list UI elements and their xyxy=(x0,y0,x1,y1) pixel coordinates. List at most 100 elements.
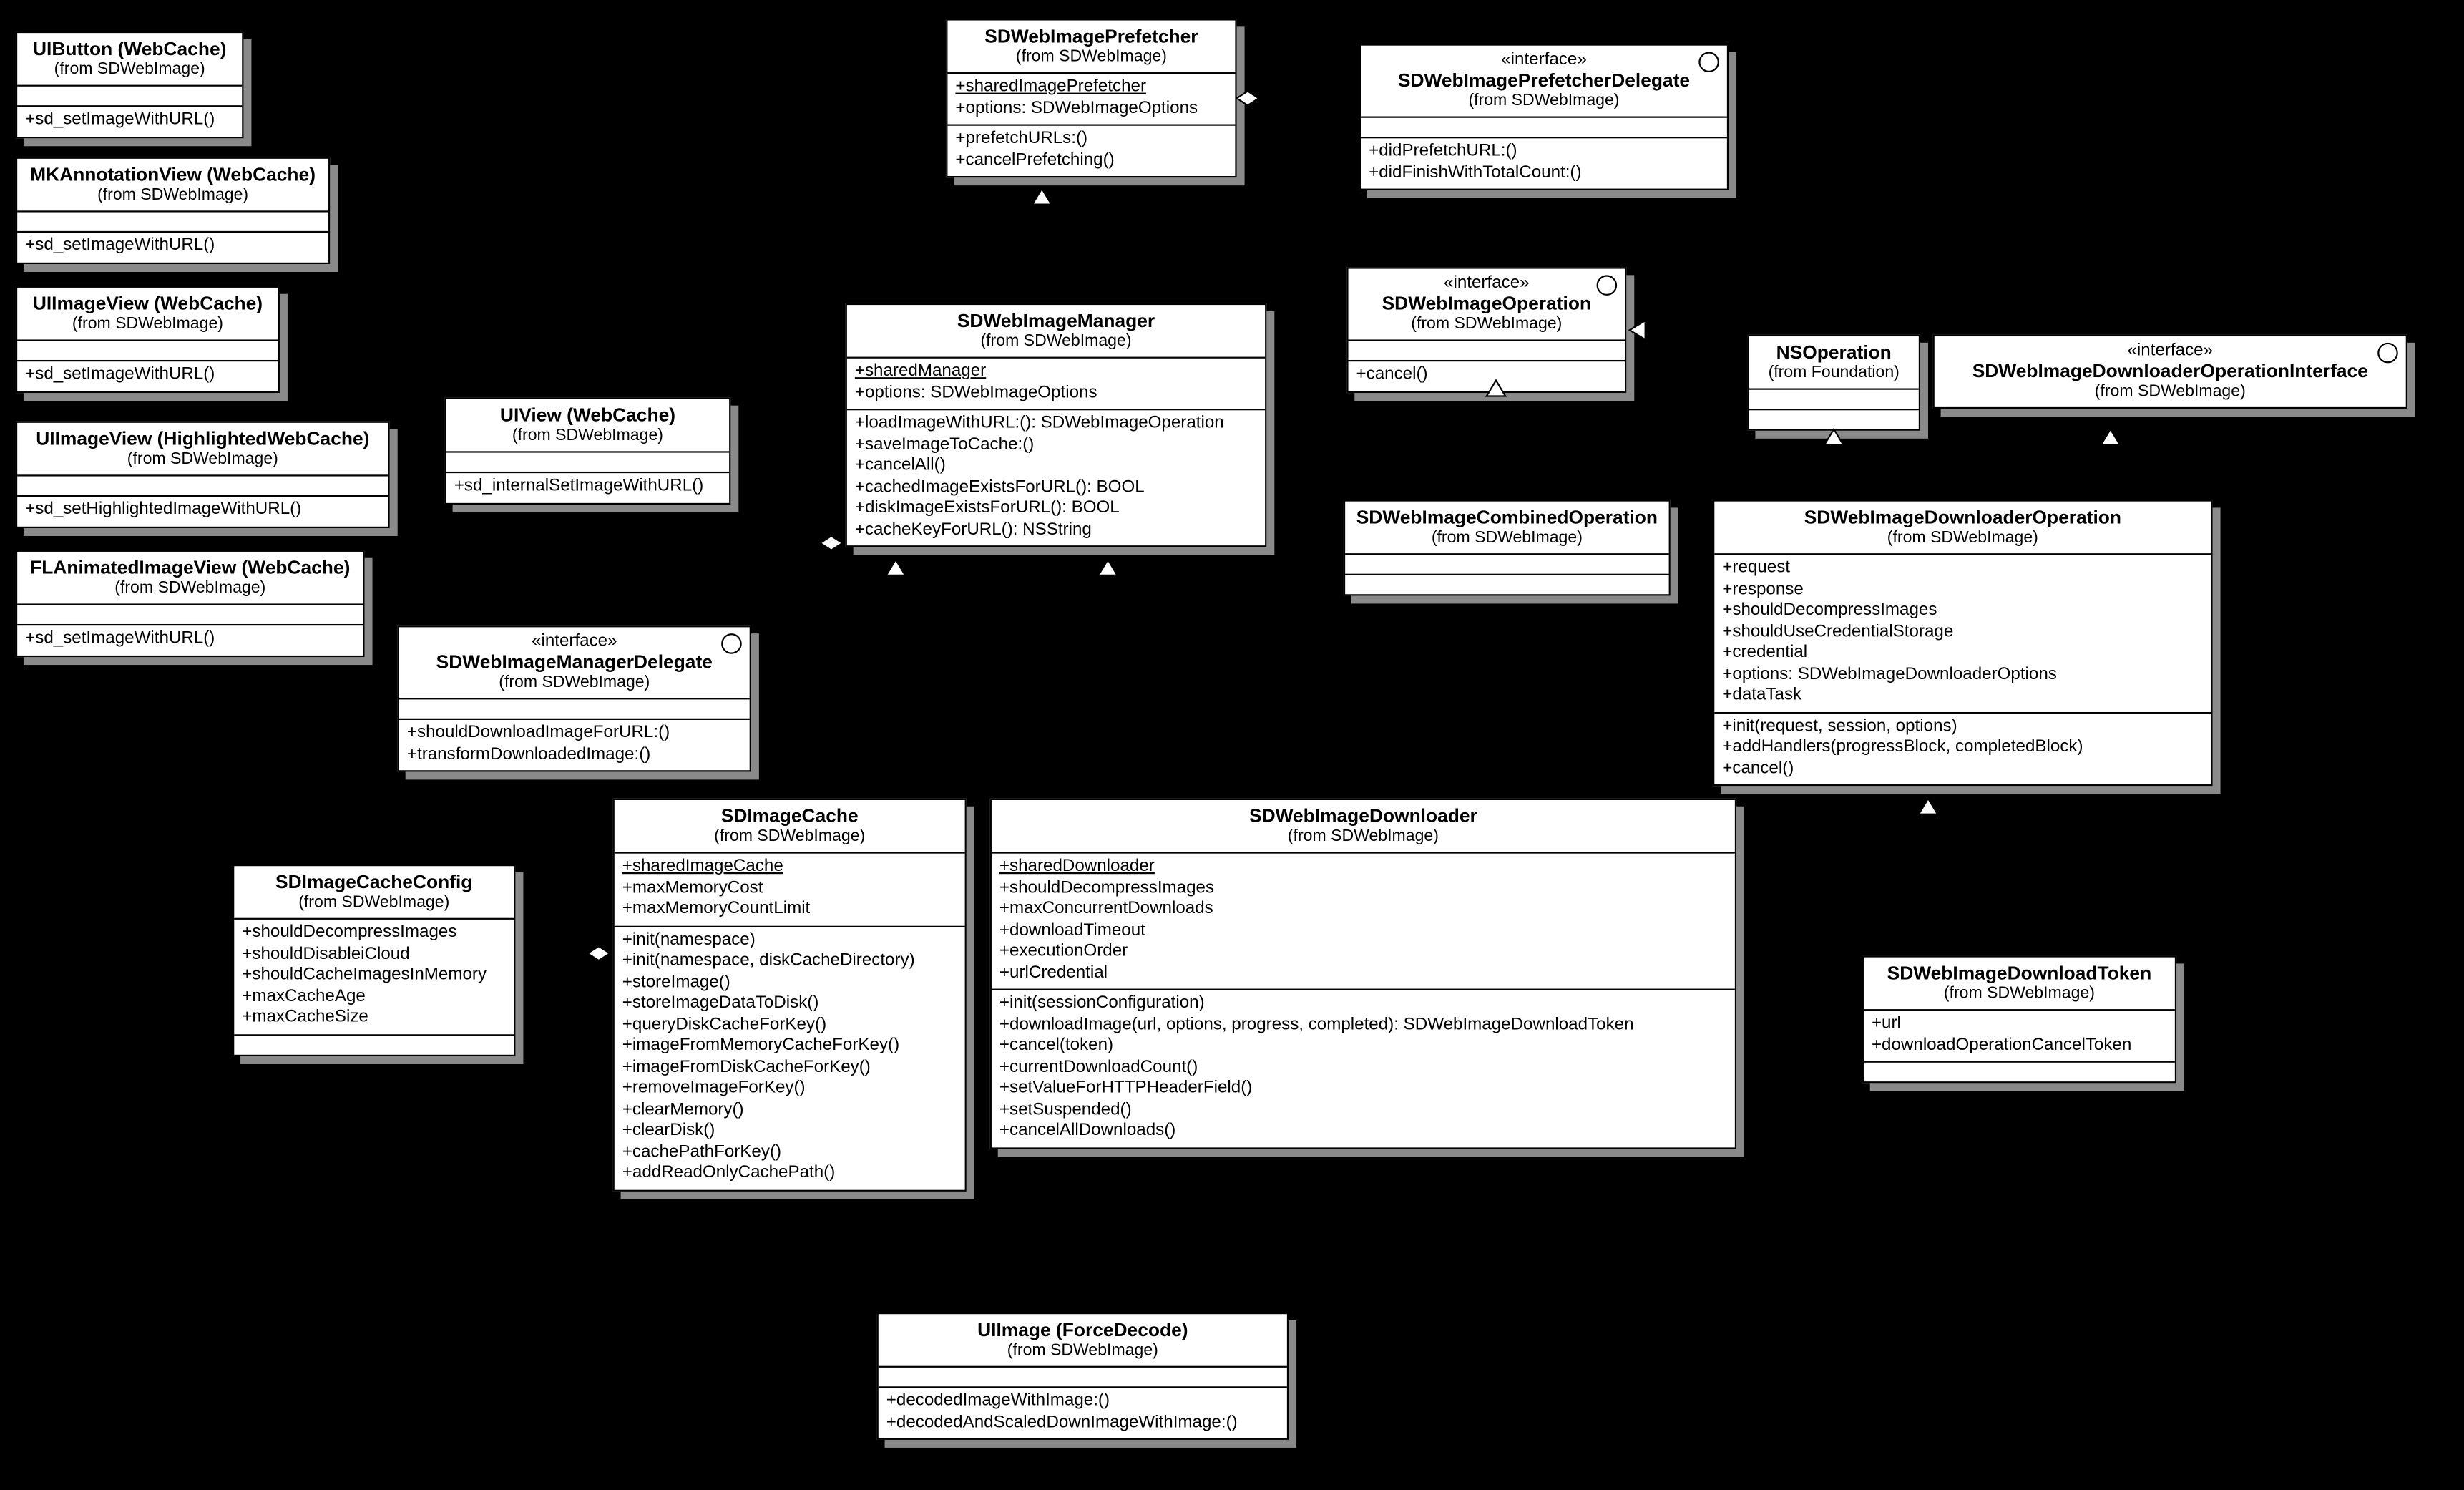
interface-circle-icon xyxy=(2377,342,2398,364)
class-name: SDWebImagePrefetcher xyxy=(984,25,1198,47)
attributes-compartment xyxy=(17,603,363,624)
class-sdwebimagedownloadtoken: SDWebImageDownloadToken (from SDWebImage… xyxy=(1862,955,2177,1084)
class-title: «interface» SDWebImagePrefetcherDelegate… xyxy=(1361,46,1727,117)
member: +shouldCacheImagesInMemory xyxy=(242,965,487,984)
class-title: MKAnnotationView (WebCache) (from SDWebI… xyxy=(17,159,328,210)
class-uiview-webcache: UIView (WebCache) (from SDWebImage) +sd_… xyxy=(444,397,731,504)
attributes-compartment xyxy=(878,1365,1287,1387)
attributes-compartment xyxy=(1749,388,1919,409)
member: +cancel() xyxy=(1356,364,1428,384)
class-name: MKAnnotationView (WebCache) xyxy=(30,163,316,186)
attributes-compartment xyxy=(17,474,388,495)
class-title: FLAnimatedImageView (WebCache) (from SDW… xyxy=(17,552,363,603)
attributes-compartment: +sharedImagePrefetcher+options: SDWebIma… xyxy=(947,72,1236,124)
class-sdwebimagecombinedoperation: SDWebImageCombinedOperation (from SDWebI… xyxy=(1343,500,1671,596)
attributes-compartment xyxy=(1345,553,1669,574)
class-name: UIImageView (HighlightedWebCache) xyxy=(36,427,370,450)
generalization-arrow-icon xyxy=(1917,797,1940,815)
member: +setValueForHTTPHeaderField() xyxy=(999,1078,1253,1098)
class-name: SDWebImageOperation xyxy=(1382,292,1592,315)
member: +sharedImageCache xyxy=(622,857,783,876)
interface-sdwebimagemanagerdelegate: «interface» SDWebImageManagerDelegate (f… xyxy=(397,625,751,772)
member: +cancel() xyxy=(1722,758,1794,778)
generalization-arrow-icon xyxy=(1031,187,1053,205)
interface-sdwebimagedownloaderoperationinterface: «interface» SDWebImageDownloaderOperatio… xyxy=(1932,334,2407,409)
operations-compartment xyxy=(234,1033,514,1054)
class-from: (from SDWebImage) xyxy=(1431,528,1583,547)
aggregation-diamond-icon xyxy=(818,535,844,552)
member: +clearMemory() xyxy=(622,1099,744,1119)
class-title: «interface» SDWebImageDownloaderOperatio… xyxy=(1935,336,2406,407)
class-name: SDWebImageDownloaderOperation xyxy=(1804,506,2121,529)
generalization-arrow-icon xyxy=(1823,427,1845,446)
attributes-compartment xyxy=(17,339,278,360)
generalization-arrow-icon xyxy=(1485,379,1507,397)
class-from: (from SDWebImage) xyxy=(980,331,1132,351)
class-title: NSOperation (from Foundation) xyxy=(1749,336,1919,388)
attributes-compartment xyxy=(1348,339,1625,360)
operations-compartment: +init(request, session, options)+addHand… xyxy=(1714,711,2211,784)
member: +sd_internalSetImageWithURL() xyxy=(454,476,704,495)
member: +transformDownloadedImage:() xyxy=(406,744,651,764)
member: +maxMemoryCountLimit xyxy=(622,899,811,918)
attributes-compartment: +sharedDownloader+shouldDecompressImages… xyxy=(991,852,1735,988)
operations-compartment: +loadImageWithURL:(): SDWebImageOperatio… xyxy=(846,409,1266,545)
operations-compartment: +sd_setImageWithURL() xyxy=(17,359,278,391)
member: +loadImageWithURL:(): SDWebImageOperatio… xyxy=(854,413,1224,433)
member: +sd_setImageWithURL() xyxy=(25,235,215,255)
generalization-arrow-icon xyxy=(1628,319,1646,341)
class-stereotype: «interface» xyxy=(1501,50,1587,69)
class-name: SDWebImageDownloadToken xyxy=(1887,962,2152,984)
generalization-arrow-icon xyxy=(2099,427,2121,446)
attributes-compartment xyxy=(399,698,750,719)
operations-compartment: +sd_internalSetImageWithURL() xyxy=(446,471,730,502)
member: +sharedDownloader xyxy=(999,857,1155,876)
generalization-arrow-icon xyxy=(1097,557,1119,576)
class-title: SDWebImageDownloaderOperation (from SDWe… xyxy=(1714,502,2211,553)
class-from: (from SDWebImage) xyxy=(2094,381,2246,401)
operations-compartment: +cancel() xyxy=(1348,359,1625,391)
class-title: «interface» SDWebImageManagerDelegate (f… xyxy=(399,627,750,698)
class-name: FLAnimatedImageView (WebCache) xyxy=(30,556,351,579)
attributes-compartment: +shouldDecompressImages+shouldDisableiCl… xyxy=(234,917,514,1033)
operations-compartment: +sd_setHighlightedImageWithURL() xyxy=(17,495,388,526)
interface-circle-icon xyxy=(1698,52,1719,73)
member: +didPrefetchURL:() xyxy=(1369,141,1517,161)
member: +shouldDisableiCloud xyxy=(242,943,410,963)
member: +decodedImageWithImage:() xyxy=(886,1391,1110,1411)
member: +cachePathForKey() xyxy=(622,1141,782,1162)
interface-sdwebimageprefetcherdelegate: «interface» SDWebImagePrefetcherDelegate… xyxy=(1359,44,1729,190)
class-name: SDWebImageDownloaderOperationInterface xyxy=(1972,359,2368,382)
operations-compartment: +decodedImageWithImage:()+decodedAndScal… xyxy=(878,1386,1287,1438)
member: +response xyxy=(1722,579,1804,598)
member: +options: SDWebImageDownloaderOptions xyxy=(1722,663,2057,683)
attributes-compartment: +url+downloadOperationCancelToken xyxy=(1863,1009,2175,1061)
member: +sharedManager xyxy=(854,361,987,381)
member: +cancelAllDownloads() xyxy=(999,1121,1176,1140)
class-from: (from SDWebImage) xyxy=(1287,827,1439,846)
operations-compartment: +sd_setImageWithURL() xyxy=(17,230,329,262)
member: +credential xyxy=(1722,643,1808,662)
class-sdwebimageprefetcher: SDWebImagePrefetcher (from SDWebImage) +… xyxy=(946,19,1237,178)
operations-compartment: +sd_setImageWithURL() xyxy=(17,105,243,136)
member: +downloadImage(url, options, progress, c… xyxy=(999,1014,1634,1034)
member: +addReadOnlyCachePath() xyxy=(622,1163,836,1182)
member: +sd_setImageWithURL() xyxy=(25,364,215,384)
class-sdimagecacheconfig: SDImageCacheConfig (from SDWebImage) +sh… xyxy=(233,865,516,1056)
class-name: SDImageCacheConfig xyxy=(275,870,473,893)
class-from: (from SDWebImage) xyxy=(298,892,450,912)
interface-sdwebimageoperation: «interface» SDWebImageOperation (from SD… xyxy=(1346,267,1627,393)
class-from: (from SDWebImage) xyxy=(714,827,866,846)
attributes-compartment: +request+response+shouldDecompressImages… xyxy=(1714,553,2211,711)
member: +shouldDownloadImageForURL:() xyxy=(406,723,670,742)
member: +storeImageDataToDisk() xyxy=(622,993,819,1013)
attributes-compartment: +sharedImageCache+maxMemoryCost+maxMemor… xyxy=(614,852,965,925)
class-title: SDImageCache (from SDWebImage) xyxy=(615,800,965,852)
class-name: SDWebImagePrefetcherDelegate xyxy=(1397,69,1691,92)
operations-compartment: +prefetchURLs:()+cancelPrefetching() xyxy=(947,124,1236,176)
attributes-compartment: +sharedManager+options: SDWebImageOption… xyxy=(846,356,1266,409)
member: +sd_setImageWithURL() xyxy=(25,628,215,648)
member: +shouldDecompressImages xyxy=(1722,600,1937,620)
member: +shouldDecompressImages xyxy=(999,877,1215,897)
member: +imageFromDiskCacheForKey() xyxy=(622,1057,871,1076)
